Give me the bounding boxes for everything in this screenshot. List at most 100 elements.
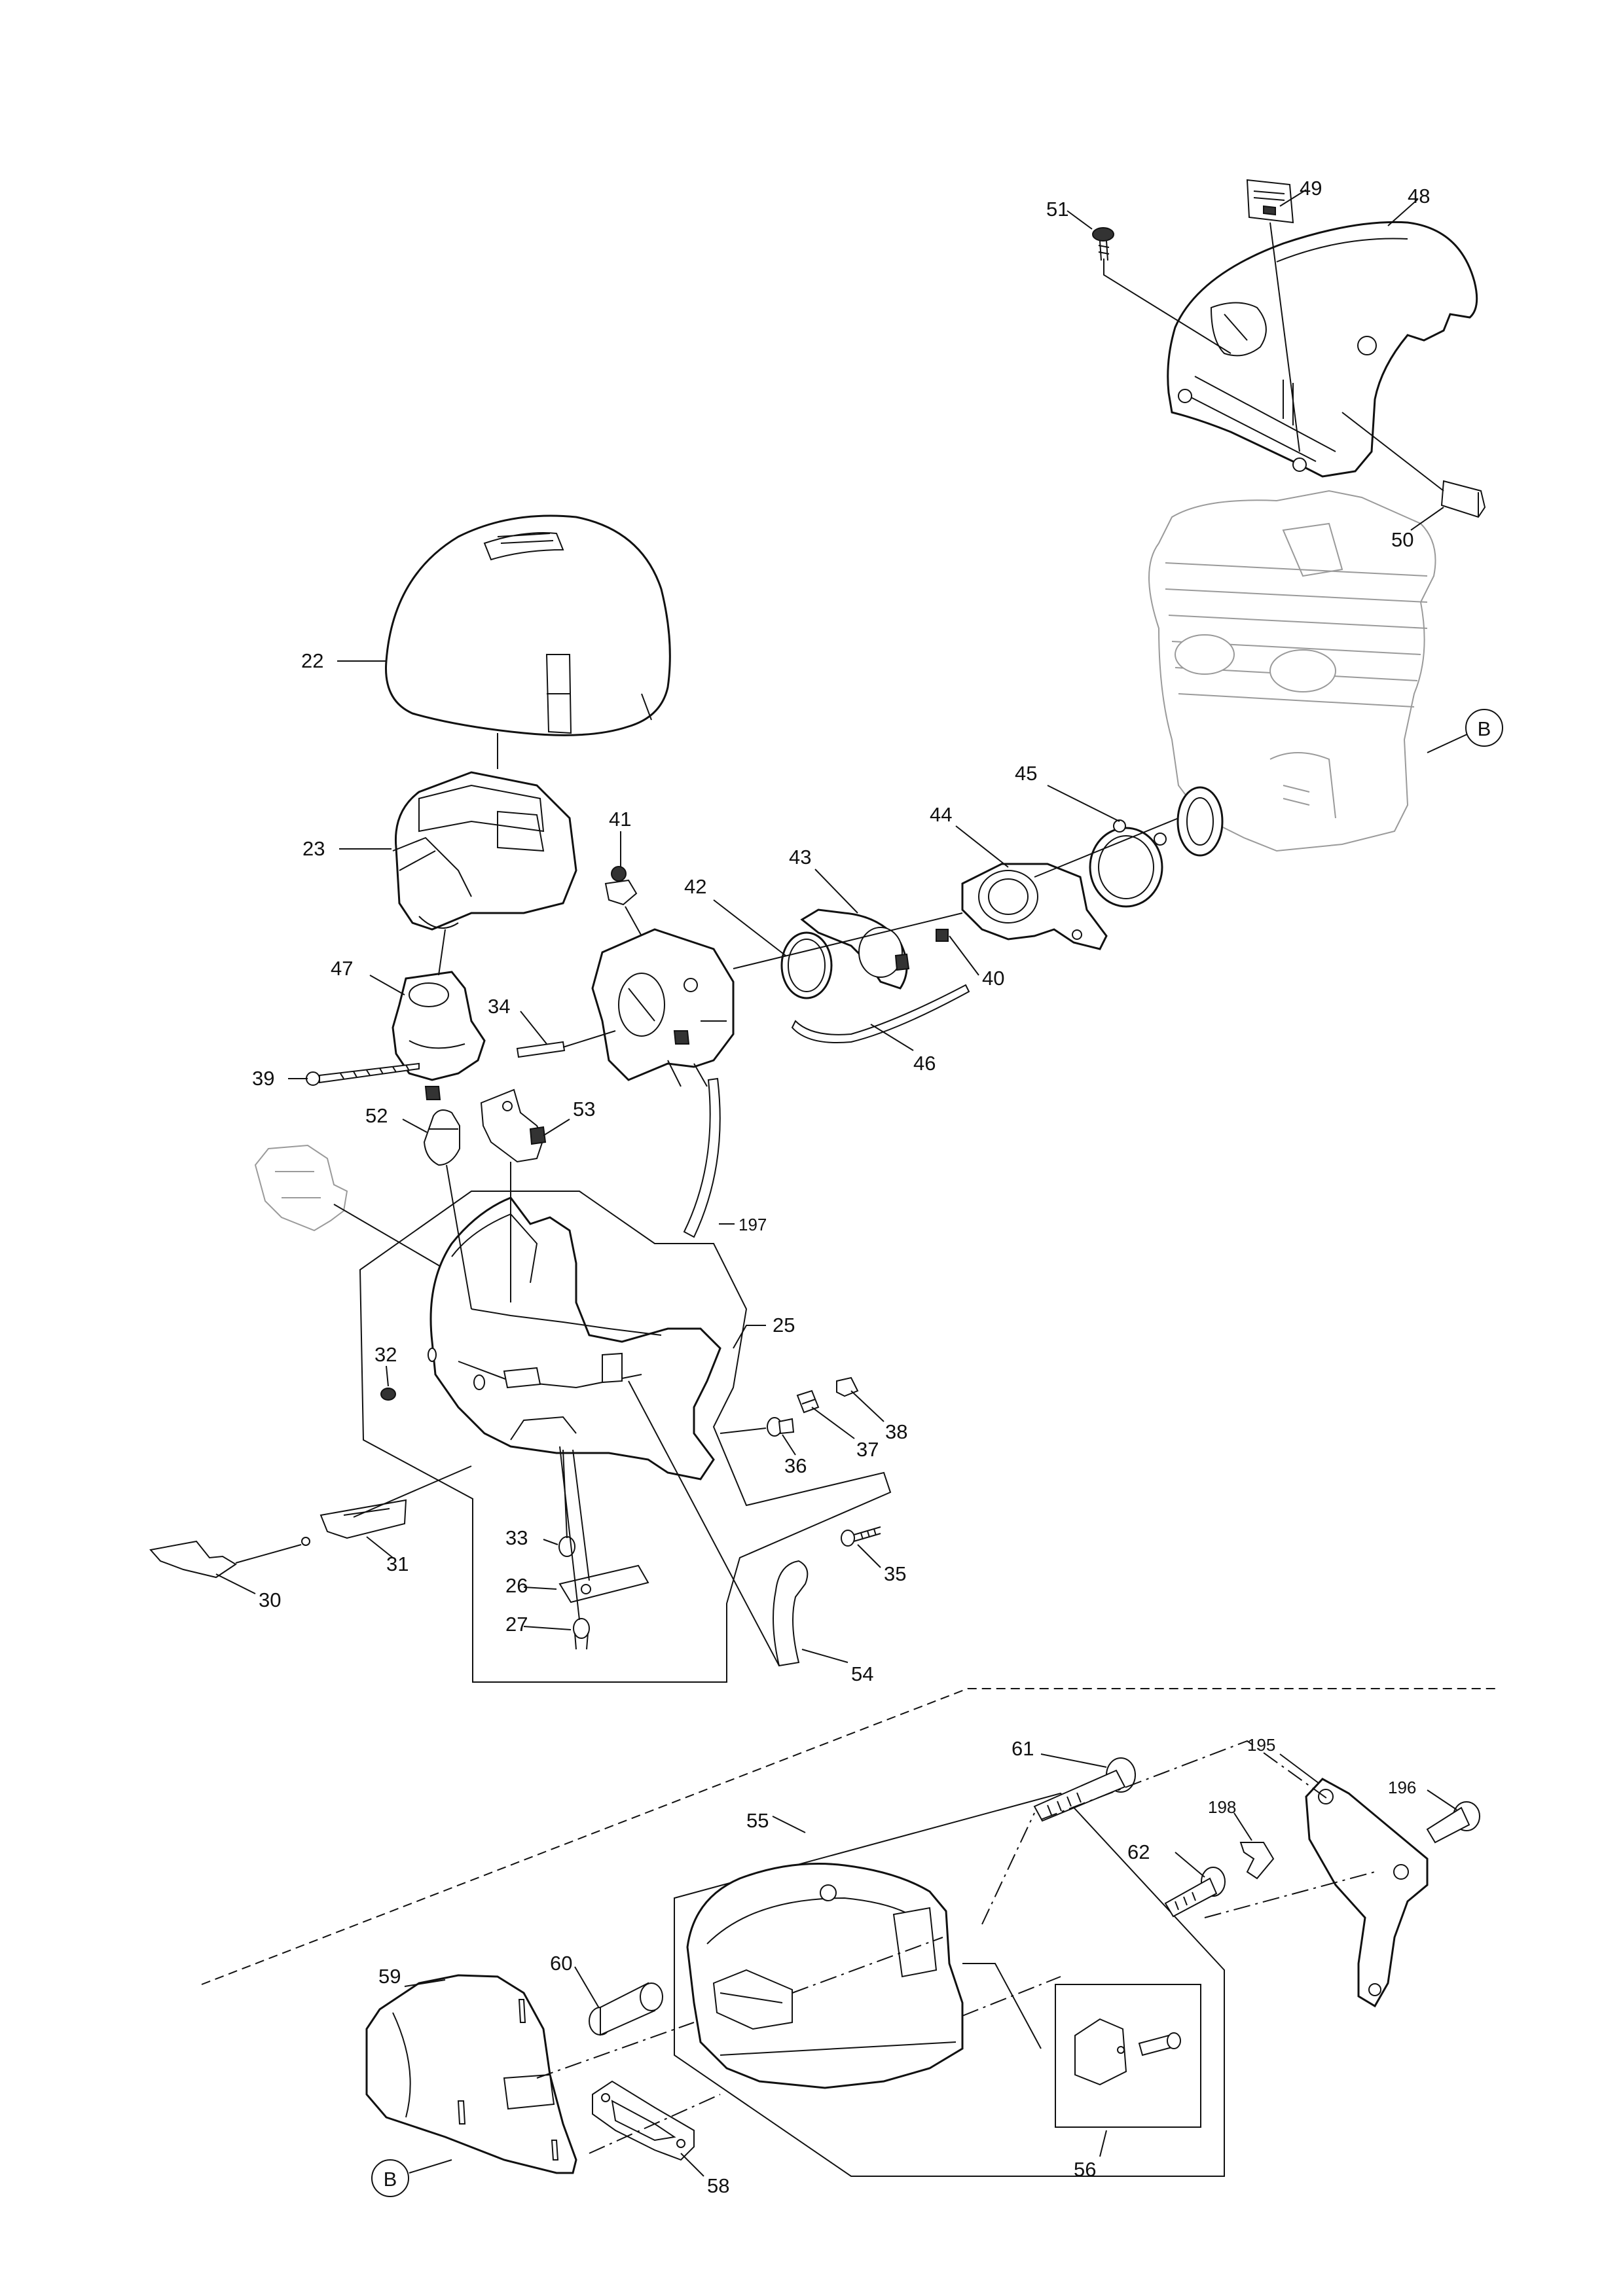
ref-marker-b-bottom-label: B: [384, 2168, 397, 2191]
leader-ghost-housing: [333, 1204, 452, 1274]
part-screw-51: [1092, 227, 1114, 261]
callout-46: 46: [913, 1052, 936, 1075]
part-manifold-44: [936, 863, 1108, 950]
callout-196: 196: [1388, 1778, 1416, 1797]
leader-housing-54: [628, 1380, 780, 1666]
part-filter-cover-22: [385, 514, 671, 736]
callout-49: 49: [1300, 177, 1322, 200]
callout-51: 51: [1046, 198, 1068, 221]
callout-44: 44: [930, 803, 952, 826]
callout-35: 35: [884, 1562, 906, 1585]
part-lever-30: [149, 1540, 302, 1579]
callout-labels: 51 49 48 50 22 23 41 42 43 44 45 40 46 4…: [252, 177, 1430, 2197]
callout-61: 61: [1012, 1737, 1034, 1760]
group-outline-25: [359, 1191, 892, 1683]
section-divider: [201, 1688, 1499, 1985]
part-cover-31: [301, 1499, 407, 1546]
callout-53: 53: [573, 1098, 595, 1121]
part-shroud-48: [1167, 221, 1478, 478]
part-guard-59: [365, 1974, 577, 2174]
callout-leaders: [215, 189, 1457, 2177]
callout-198: 198: [1208, 1797, 1236, 1817]
leader-muffler-56: [962, 1963, 1042, 2049]
part-muffler-55: [686, 1863, 964, 2089]
group-outline-55: [674, 1792, 1225, 2177]
leader-b-top: [1427, 732, 1470, 753]
part-clamp-43: [800, 908, 910, 990]
part-nut-32: [380, 1388, 396, 1401]
callout-32: 32: [374, 1343, 397, 1366]
part-gasket-58: [592, 2080, 695, 2161]
leader-carb-manifold: [733, 912, 963, 969]
leader-36-housing: [720, 1427, 767, 1434]
callout-33: 33: [505, 1526, 528, 1549]
leader-housing-27: [559, 1446, 580, 1621]
callout-31: 31: [386, 1552, 409, 1575]
leader-housing-33: [562, 1449, 568, 1539]
part-sleeve-60: [589, 1982, 663, 2036]
part-plate-53: [480, 1088, 547, 1163]
leader-52-housing: [446, 1164, 472, 1310]
part-screw-196: [1426, 1801, 1480, 1844]
part-bolt-61: [1033, 1757, 1136, 1822]
callout-23: 23: [302, 837, 325, 860]
callout-62: 62: [1127, 1840, 1150, 1863]
leader-34-carb: [562, 1030, 616, 1048]
part-nipple-41: [604, 866, 638, 906]
part-cylinder-ghost: [1148, 490, 1436, 857]
part-adapter-47: [392, 971, 486, 1100]
part-carburetor: [591, 928, 735, 1087]
part-pin-34: [516, 1041, 566, 1058]
callout-60: 60: [550, 1952, 572, 1975]
leader-manifold-cylinder: [1034, 817, 1179, 878]
callout-37: 37: [856, 1438, 879, 1461]
ref-marker-b-top: B: [1465, 709, 1503, 747]
leader-50: [1341, 412, 1444, 492]
part-clamp-42: [780, 931, 833, 999]
callout-22: 22: [301, 649, 323, 672]
center-line-1: [536, 1812, 1035, 2079]
callout-197: 197: [739, 1215, 767, 1234]
part-screw-36: [767, 1417, 795, 1437]
callout-26: 26: [505, 1574, 528, 1597]
leader-housing-26: [572, 1449, 590, 1581]
callout-56: 56: [1074, 2158, 1096, 2181]
part-ghost-left: [254, 1144, 348, 1232]
part-sticker-49: [1246, 179, 1294, 224]
callout-48: 48: [1408, 185, 1430, 207]
callout-39: 39: [252, 1067, 274, 1090]
leader-31-housing: [353, 1465, 472, 1518]
part-bracket-195: [1305, 1778, 1429, 2008]
part-hose-54: [773, 1560, 809, 1667]
callout-41: 41: [609, 808, 631, 831]
leader-49: [1269, 222, 1300, 452]
part-bracket-52: [423, 1109, 460, 1166]
part-hose-197: [683, 1077, 721, 1238]
callout-30: 30: [259, 1588, 281, 1611]
part-plug-50: [1440, 480, 1486, 518]
leader-51: [1103, 259, 1231, 354]
center-line-2: [589, 1871, 1376, 2154]
callout-47: 47: [331, 957, 353, 980]
part-clip-198: [1239, 1842, 1275, 1880]
leader-b-bottom: [409, 2159, 452, 2174]
part-screw-35: [841, 1526, 881, 1547]
part-housing-25: [428, 1196, 721, 1480]
callout-25: 25: [773, 1314, 795, 1336]
callout-42: 42: [684, 875, 706, 898]
callout-50: 50: [1391, 528, 1413, 551]
leader-41-carb: [625, 906, 642, 937]
callout-58: 58: [707, 2174, 729, 2197]
part-filter-23: [392, 771, 577, 931]
callout-36: 36: [784, 1454, 807, 1477]
callout-34: 34: [488, 995, 510, 1018]
callout-59: 59: [378, 1965, 401, 1988]
ref-marker-b-bottom: B: [371, 2159, 409, 2197]
part-gasket-45: [1089, 819, 1167, 908]
part-hose-46: [791, 984, 970, 1044]
part-bolt-62: [1164, 1867, 1226, 1918]
part-screw-27: [573, 1618, 590, 1650]
callout-52: 52: [365, 1104, 388, 1127]
part-shield-56-box: [1055, 1984, 1201, 2128]
